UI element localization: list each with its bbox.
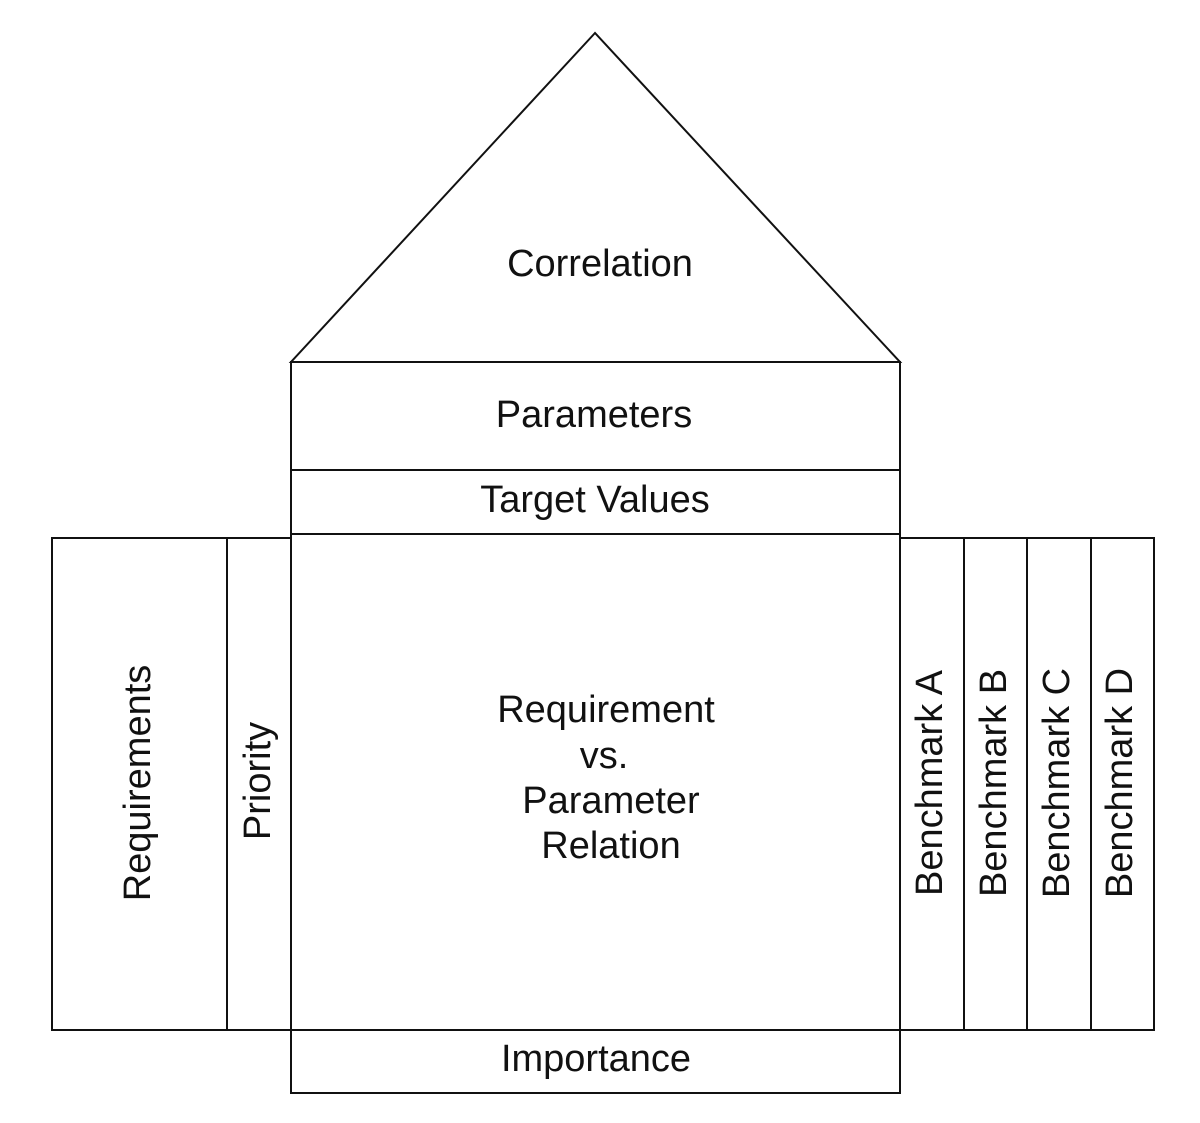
relation-label-line-4: Relation xyxy=(541,825,680,867)
importance-label: Importance xyxy=(501,1038,691,1080)
benchmark-b-box xyxy=(963,537,1028,1031)
importance-box xyxy=(290,1029,901,1094)
requirements-label: Requirements xyxy=(117,665,159,902)
target-values-label: Target Values xyxy=(480,479,710,521)
benchmark-c-label: Benchmark C xyxy=(1036,668,1078,898)
benchmark-a-label: Benchmark A xyxy=(909,669,951,896)
correlation-label: Correlation xyxy=(507,243,693,285)
correlation-roof xyxy=(288,31,903,363)
relation-matrix-box xyxy=(290,533,901,1031)
benchmark-d-label: Benchmark D xyxy=(1099,668,1141,898)
relation-label-line-2: vs. xyxy=(580,735,629,777)
benchmark-c-box xyxy=(1026,537,1092,1031)
relation-label-line-3: Parameter xyxy=(522,780,700,822)
requirements-box xyxy=(51,537,228,1031)
benchmark-a-box xyxy=(899,537,965,1031)
relation-label-line-1: Requirement xyxy=(497,689,715,731)
benchmark-b-label: Benchmark B xyxy=(973,669,1015,897)
priority-label: Priority xyxy=(237,722,279,840)
target-values-box xyxy=(290,469,901,535)
benchmark-d-box xyxy=(1090,537,1155,1031)
parameters-label: Parameters xyxy=(496,394,692,436)
parameters-box xyxy=(290,361,901,471)
